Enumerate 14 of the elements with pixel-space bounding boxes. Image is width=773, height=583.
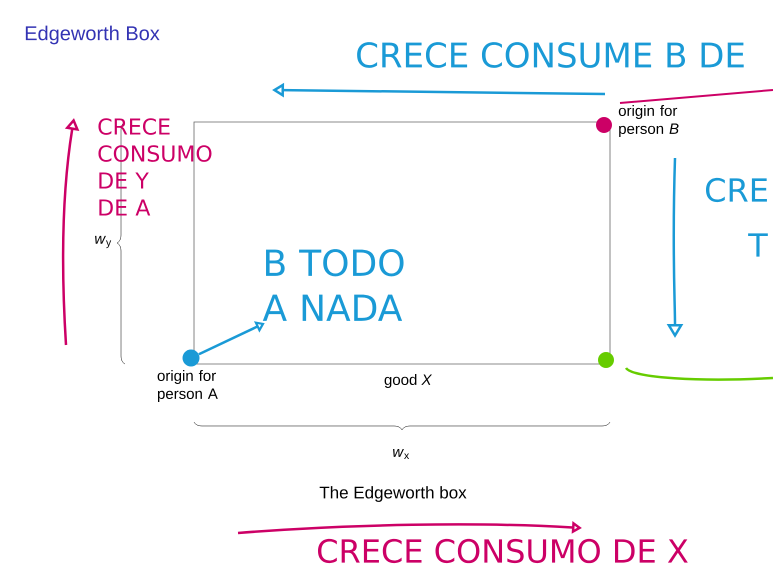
brace-label: w$_{y}$ [95,236,112,248]
origin-label: origin for person B [618,105,679,137]
caption: The Edgeworth box [320,486,466,502]
axis-label: good X [384,374,432,388]
handwritten-note: CRECE CONSUMO DE Y DE A [98,118,212,216]
handwritten-note: CRECE CONSUME B DE [357,42,744,68]
origin-label: origin for person A [158,370,218,402]
slide-title: Edgeworth Box [26,26,160,44]
brace-label: w$_{x}$ [393,448,410,460]
origin-dot [182,350,200,366]
handwritten-note: CRE [706,178,767,202]
handwritten-note: CRECE CONSUMO DE X [318,538,688,564]
handwritten-note: T [748,233,768,257]
handwritten-note: B TODO A NADA [262,249,404,321]
